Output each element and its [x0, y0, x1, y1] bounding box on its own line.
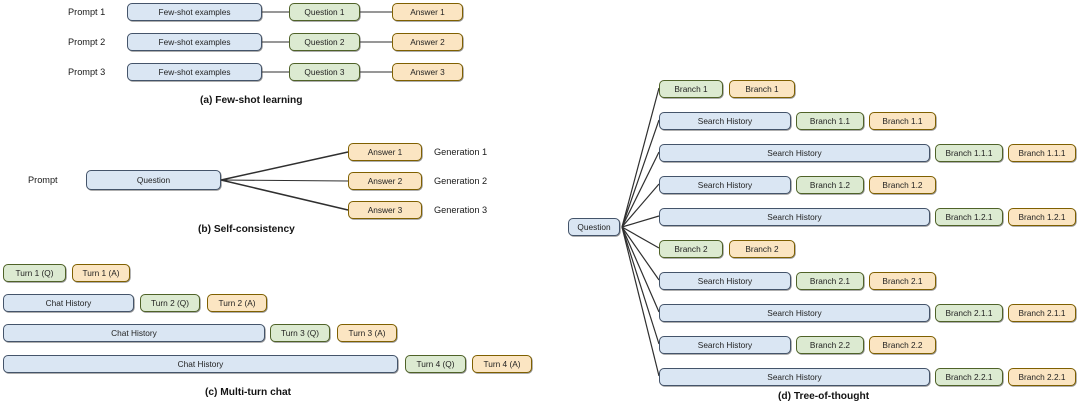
panel-d-yellow-5: Branch 1.2.1 [1008, 208, 1076, 226]
panel-d-root-question: Question [568, 218, 620, 236]
panel-d-history-7: Search History [659, 272, 791, 290]
panel-b-answer-3: Answer 3 [348, 201, 422, 219]
panel-d-history-8: Search History [659, 304, 930, 322]
panel-a-context-1: Few-shot examples [127, 3, 262, 21]
panel-d-history-4: Search History [659, 176, 791, 194]
panel-d-green-1: Branch 1 [659, 80, 723, 98]
panel-c-turn-a-4: Turn 4 (A) [472, 355, 532, 373]
panel-b-prompt-label: Prompt [28, 175, 58, 185]
panel-d-yellow-1: Branch 1 [729, 80, 795, 98]
panel-d-yellow-8: Branch 2.1.1 [1008, 304, 1076, 322]
panel-d-green-2: Branch 1.1 [796, 112, 864, 130]
panel-d-yellow-4: Branch 1.2 [869, 176, 936, 194]
panel-a-context-2: Few-shot examples [127, 33, 262, 51]
panel-c-turn-a-3: Turn 3 (A) [337, 324, 397, 342]
panel-b-question: Question [86, 170, 221, 190]
panel-d-green-9: Branch 2.2 [796, 336, 864, 354]
panel-a-question-2: Question 2 [289, 33, 360, 51]
panel-d-history-9: Search History [659, 336, 791, 354]
panel-c-turn-q-1: Turn 1 (Q) [3, 264, 66, 282]
panel-d-yellow-3: Branch 1.1.1 [1008, 144, 1076, 162]
panel-d-green-4: Branch 1.2 [796, 176, 864, 194]
panel-b-generation-3: Generation 3 [434, 205, 488, 215]
panel-a-prompt-label-1: Prompt 1 [68, 7, 106, 17]
panel-a-answer-3: Answer 3 [392, 63, 463, 81]
panel-a-question-1: Question 1 [289, 3, 360, 21]
panel-c-turn-q-2: Turn 2 (Q) [140, 294, 200, 312]
panel-b-answer-1: Answer 1 [348, 143, 422, 161]
panel-a-context-3: Few-shot examples [127, 63, 262, 81]
panel-b-answer-2: Answer 2 [348, 172, 422, 190]
panel-c-turn-q-3: Turn 3 (Q) [270, 324, 330, 342]
panel-d-yellow-10: Branch 2.2.1 [1008, 368, 1076, 386]
panel-c-history-2: Chat History [3, 294, 134, 312]
panel-c-history-3: Chat History [3, 324, 265, 342]
panel-d-green-5: Branch 1.2.1 [935, 208, 1003, 226]
panel-a-answer-1: Answer 1 [392, 3, 463, 21]
panel-a-question-3: Question 3 [289, 63, 360, 81]
panel-c-turn-q-4: Turn 4 (Q) [405, 355, 466, 373]
panel-d-history-3: Search History [659, 144, 930, 162]
panel-d-yellow-9: Branch 2.2 [869, 336, 936, 354]
panel-a-caption: (a) Few-shot learning [200, 95, 303, 106]
panel-c-turn-a-1: Turn 1 (A) [72, 264, 130, 282]
panel-d-history-10: Search History [659, 368, 930, 386]
panel-b-generation-1: Generation 1 [434, 147, 488, 157]
panel-d-green-3: Branch 1.1.1 [935, 144, 1003, 162]
panel-d-caption: (d) Tree-of-thought [778, 391, 870, 402]
panel-c-history-4: Chat History [3, 355, 398, 373]
panel-d-green-7: Branch 2.1 [796, 272, 864, 290]
panel-c-turn-a-2: Turn 2 (A) [207, 294, 267, 312]
panel-d-green-6: Branch 2 [659, 240, 723, 258]
panel-d-green-10: Branch 2.2.1 [935, 368, 1003, 386]
panel-b-caption: (b) Self-consistency [198, 224, 295, 235]
panel-d-green-8: Branch 2.1.1 [935, 304, 1003, 322]
panel-a-answer-2: Answer 2 [392, 33, 463, 51]
panel-d-history-2: Search History [659, 112, 791, 130]
panel-d-yellow-7: Branch 2.1 [869, 272, 936, 290]
panel-d-yellow-6: Branch 2 [729, 240, 795, 258]
panel-d-history-5: Search History [659, 208, 930, 226]
panel-b-generation-2: Generation 2 [434, 176, 488, 186]
panel-a-prompt-label-2: Prompt 2 [68, 37, 106, 47]
panel-a-prompt-label-3: Prompt 3 [68, 67, 106, 77]
panel-d-yellow-2: Branch 1.1 [869, 112, 936, 130]
panel-c-caption: (c) Multi-turn chat [205, 387, 292, 398]
